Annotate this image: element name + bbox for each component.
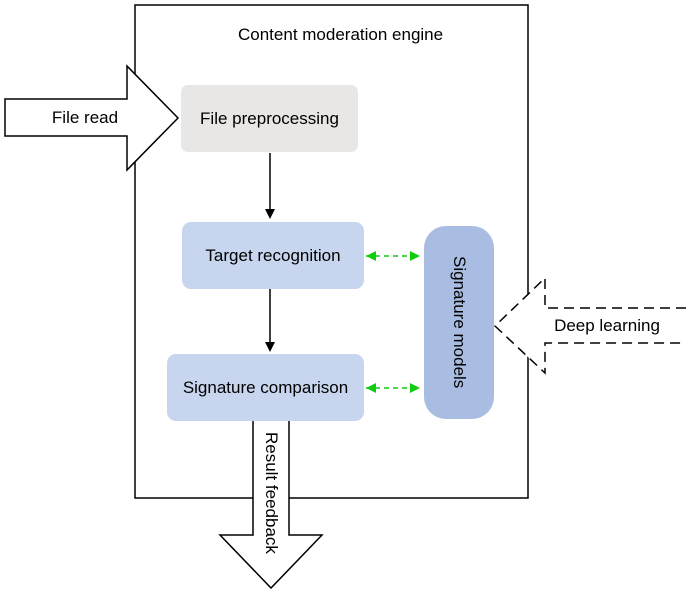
file-read-arrow [4,64,180,172]
file-preprocessing-box [181,85,358,152]
file-read-label: File read [51,107,119,127]
result-feedback-label: Result feedback [262,432,281,554]
signature-models-box [424,226,494,419]
result-feedback-arrow [218,419,324,590]
signature-comparison-box [167,354,364,421]
engine-title: Content moderation engine [238,25,444,44]
signature-models-label: Signature models [450,256,469,389]
file-preprocessing-label: File preprocessing [200,108,339,128]
target-recognition-label: Target recognition [205,245,341,265]
target-recognition-box [182,222,364,289]
deep-learning-label: Deep learning [554,315,660,335]
engine-border [134,4,529,499]
signature-comparison-label: Signature comparison [182,377,349,397]
deep-learning-arrow [493,276,686,375]
